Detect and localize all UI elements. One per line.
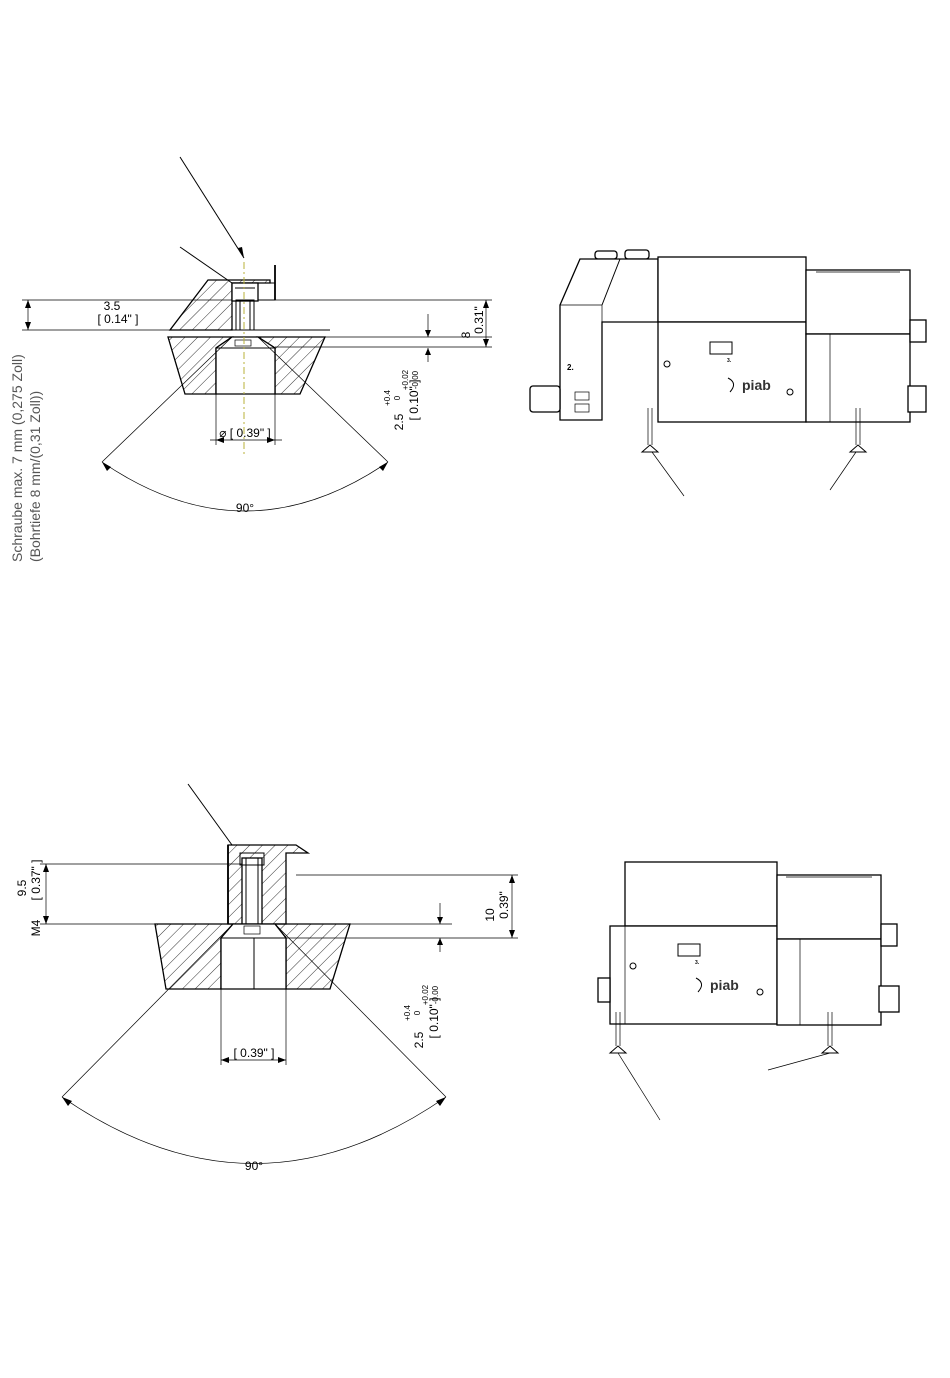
- top-dim-depth: 3.5: [104, 299, 121, 313]
- bottom-tol-lower-inch: -0.00: [431, 985, 440, 1004]
- bottom-tol-upper-inch: +0.02: [421, 984, 430, 1005]
- bottom-dim-depth: 9.5: [15, 879, 29, 896]
- device-top-logo: piab: [742, 377, 771, 393]
- bottom-dim-height: 10: [483, 908, 497, 922]
- bottom-tol-lower: 0: [413, 1010, 422, 1015]
- top-section-detail: 3.5 [ 0.14" ] 8 0.31" 2.5 +0.4 0 [ 0.10"…: [22, 157, 492, 515]
- bottom-dim-bore: [ 0.39" ]: [234, 1046, 275, 1060]
- bottom-angle: 90°: [245, 1159, 263, 1173]
- device-bottom-logo: piab: [710, 977, 739, 993]
- note-line-1: Schraube max. 7 mm (0,275 Zoll): [9, 354, 25, 562]
- device-top-label-2: 2.: [567, 363, 574, 372]
- device-view-top: 2. 3. piab: [530, 250, 926, 496]
- bottom-dim-height-inch: 0.39": [497, 891, 511, 919]
- top-tol-value: 2.5: [392, 413, 406, 430]
- bottom-tol-value: 2.5: [412, 1031, 426, 1048]
- bottom-thread: M4: [29, 919, 43, 936]
- top-tol-upper: +0.4: [383, 390, 392, 406]
- device-top-label-3: 3.: [727, 358, 732, 364]
- top-dim-height: 8: [459, 331, 473, 338]
- top-tol-upper-inch: +0.02: [401, 369, 410, 390]
- bottom-tol-upper: +0.4: [403, 1005, 412, 1021]
- device-view-bottom: 3. piab: [598, 862, 899, 1120]
- note-line-2: (Bohrtiefe 8 mm/(0,31 Zoll)): [27, 391, 43, 562]
- top-tol-lower: 0: [393, 395, 402, 400]
- top-dim-height-inch: 0.31": [472, 306, 486, 334]
- top-angle: 90°: [236, 501, 254, 515]
- bottom-section-detail: 9.5 [ 0.37" ] M4 10 0.39" 2.5 +0.4 0 [ 0…: [15, 784, 518, 1173]
- top-dim-depth-inch: [ 0.14" ]: [98, 312, 139, 326]
- device-bottom-label-3: 3.: [695, 960, 700, 966]
- top-tol-lower-inch: -0.00: [411, 370, 420, 389]
- bottom-dim-depth-inch: [ 0.37" ]: [29, 860, 43, 901]
- screw-note: Schraube max. 7 mm (0,275 Zoll) (Bohrtie…: [9, 354, 43, 562]
- top-dim-bore: ⌀ [ 0.39" ]: [219, 426, 271, 440]
